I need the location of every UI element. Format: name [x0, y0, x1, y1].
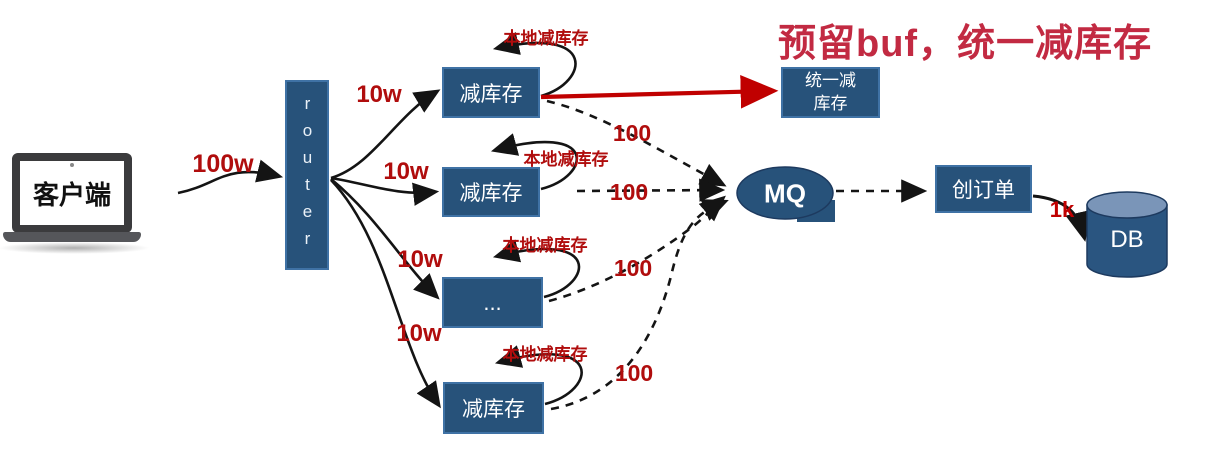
arrow-reduce1-to-unified	[540, 74, 779, 109]
reduce-stock-label-2: 减库存	[459, 182, 523, 205]
hundred-label-3: 100	[613, 255, 653, 281]
reduce-stock-node-1: 减库存	[442, 67, 540, 118]
reduce-stock-node-2: 减库存	[442, 167, 540, 217]
client-laptop: 客户端	[0, 150, 152, 256]
local-reduce-label-2: 本地减库存	[523, 150, 609, 169]
unified-reduce-node: 统一减 库存	[781, 67, 880, 118]
arrow-router-to-reduce4	[330, 179, 441, 409]
arrow-router-to-reduce3	[330, 177, 440, 300]
hundred-label-4: 100	[614, 360, 654, 386]
throughput-label-10w-2: 10w	[383, 158, 429, 185]
reduce-stock-label-4: 减库存	[462, 398, 525, 421]
hundred-label-1: 100	[612, 120, 652, 146]
page-title: 预留buf，统一减库存	[778, 23, 1153, 65]
throughput-label-1k: 1k	[1049, 197, 1075, 222]
throughput-label-10w-3: 10w	[397, 246, 443, 273]
local-reduce-label-3: 本地减库存	[502, 236, 588, 255]
throughput-label-100w: 100w	[192, 150, 254, 178]
router-node: router	[285, 80, 329, 270]
local-reduce-label-1: 本地减库存	[503, 29, 589, 48]
throughput-label-10w-4: 10w	[396, 320, 442, 347]
reduce-stock-label-1: 减库存	[459, 82, 523, 106]
router-label: router	[298, 94, 317, 256]
reduce-stock-node-4: 减库存	[443, 382, 544, 434]
local-reduce-label-4: 本地减库存	[502, 345, 588, 364]
unified-reduce-label-line2: 库存	[813, 93, 848, 113]
db-label: DB	[1110, 226, 1144, 253]
laptop-camera-dot	[70, 163, 74, 167]
unified-reduce-label-line1: 统一减	[805, 70, 856, 90]
laptop-base	[3, 232, 141, 242]
hundred-label-2: 100	[609, 179, 649, 205]
reduce-stock-label-3: ...	[483, 289, 502, 315]
throughput-label-10w-1: 10w	[356, 81, 402, 108]
create-order-node: 创订单	[935, 165, 1032, 213]
dashed-arrow-reduce2-to-mq	[576, 178, 726, 202]
mq-label: MQ	[764, 178, 806, 209]
laptop-screen: 客户端	[12, 153, 132, 233]
laptop-shadow	[0, 242, 150, 254]
create-order-label: 创订单	[952, 179, 1015, 202]
client-label: 客户端	[32, 179, 111, 210]
reduce-stock-node-3: ...	[442, 277, 543, 328]
